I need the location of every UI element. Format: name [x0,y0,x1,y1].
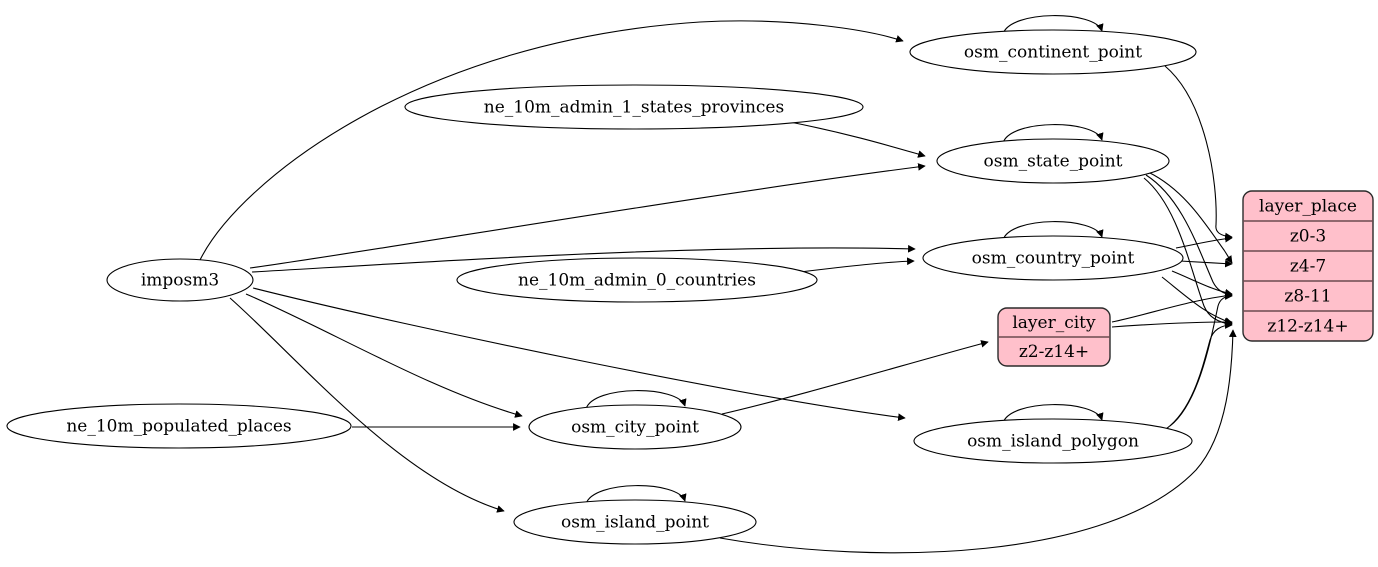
self-loop-osm_state_point [1002,124,1104,144]
node-shape-osm_country_point [922,235,1184,281]
record-box-layer_place [1242,190,1374,342]
edge-layer_city-to-layer_place-z8_11 [1111,291,1233,323]
edge-imposm3-to-osm_state_point [249,163,926,269]
edge-osm_country_point-to-layer_place-z0_3 [1175,234,1233,249]
edge-osm_city_point-to-layer_city-z2_z14 [721,340,989,415]
node-osm_city_point[interactable]: osm_city_point [528,404,742,450]
node-label-osm_city_point: osm_city_point [571,418,699,438]
node-shape-osm_continent_point [909,29,1197,75]
edge-osm_country_point-to-layer_place-z4_7 [1179,259,1233,268]
record-row-label-layer_city-0: layer_city [1012,313,1096,333]
record-row-label-layer_place-2: z4-7 [1290,257,1326,277]
edge-osm_island_polygon-to-layer_place-z12_z14 [1165,321,1233,430]
self-loop-osm_continent_point [1002,15,1104,35]
edge-imposm3-to-osm_city_point [245,293,523,418]
node-label-imposm3: imposm3 [141,271,219,291]
record-row-label-layer_place-3: z8-11 [1284,287,1331,307]
node-shape-ne_10m_admin_0_countries [456,257,818,303]
node-shape-osm_island_point [513,499,757,545]
record-node-layer_city[interactable]: layer_city z2-z14+ [997,307,1111,367]
edge-imposm3-to-osm_country_point [251,244,916,273]
node-shape-osm_state_point [936,138,1170,184]
node-osm_continent_point[interactable]: osm_continent_point [909,29,1197,75]
edges-group [199,15,1237,554]
node-imposm3[interactable]: imposm3 [106,258,254,302]
edge-imposm3-to-osm_island_point [229,297,505,513]
node-osm_country_point[interactable]: osm_country_point [922,235,1184,281]
edge-ne_countries-to-osm_country_point [799,257,915,273]
node-osm_island_polygon[interactable]: osm_island_polygon [913,418,1193,464]
edge-ne_states_provinces-to-osm_state_point [789,121,926,158]
edge-imposm3-to-osm_island_polygon [252,287,906,421]
node-osm_state_point[interactable]: osm_state_point [936,138,1170,184]
node-shape-ne_10m_populated_places [6,403,352,449]
node-osm_island_point[interactable]: osm_island_point [513,499,757,545]
records-group: layer_place z0-3 z4-7 z8-11 z12-z14+ layer_ci… [997,190,1374,367]
self-loop-osm_city_point [585,390,687,410]
edge-osm_island_polygon-to-layer_place-z8_11 [1169,292,1233,427]
node-label-osm_continent_point: osm_continent_point [964,43,1142,63]
nodes-group: imposm3 ne_10m_admin_1_states_provincesne… [6,29,1197,545]
node-shape-ne_10m_admin_1_states_provinces [404,84,864,130]
node-ne_10m_admin_1_states_provinces[interactable]: ne_10m_admin_1_states_provinces [404,84,864,130]
node-ne_10m_populated_places[interactable]: ne_10m_populated_places [6,403,352,449]
record-node-layer_place[interactable]: layer_place z0-3 z4-7 z8-11 z12-z14+ [1242,190,1374,342]
node-shape-imposm3 [106,258,254,302]
node-label-ne_10m_populated_places: ne_10m_populated_places [66,417,291,437]
edge-osm_state_point-to-layer_place-z8_11 [1145,174,1233,299]
self-loop-osm_island_point [585,485,687,505]
node-shape-osm_city_point [528,404,742,450]
node-label-osm_country_point: osm_country_point [972,249,1135,269]
self-loop-osm_island_polygon [1002,404,1104,424]
edge-layer_city-to-layer_place-z12_z14 [1111,318,1233,328]
node-ne_10m_admin_0_countries[interactable]: ne_10m_admin_0_countries [456,257,818,303]
record-row-label-layer_place-0: layer_place [1259,197,1357,217]
node-label-osm_island_polygon: osm_island_polygon [967,432,1139,452]
edge-osm_country_point-to-layer_place-z12_z14 [1161,276,1233,325]
self-loop-osm_country_point [1002,221,1104,241]
edge-osm_state_point-to-layer_place-z12_z14 [1143,177,1233,328]
edge-osm_state_point-to-layer_place-z4_7 [1147,171,1233,264]
node-label-osm_island_point: osm_island_point [561,513,709,533]
record-row-label-layer_city-1: z2-z14+ [1019,342,1089,362]
node-label-ne_10m_admin_1_states_provinces: ne_10m_admin_1_states_provinces [484,98,784,118]
edge-imposm3-to-osm_continent_point [199,20,904,261]
edge-osm_continent_point-to-layer_place-z0_3 [1164,65,1233,241]
edge-osm_country_point-to-layer_place-z8_11 [1171,270,1233,297]
record-row-label-layer_place-1: z0-3 [1290,227,1326,247]
node-shape-osm_island_polygon [913,418,1193,464]
edge-osm_island_point-to-layer_place-z12_z14 [719,329,1237,554]
record-row-label-layer_place-4: z12-z14+ [1267,317,1348,337]
node-label-osm_state_point: osm_state_point [984,152,1123,172]
node-label-ne_10m_admin_0_countries: ne_10m_admin_0_countries [518,271,756,291]
